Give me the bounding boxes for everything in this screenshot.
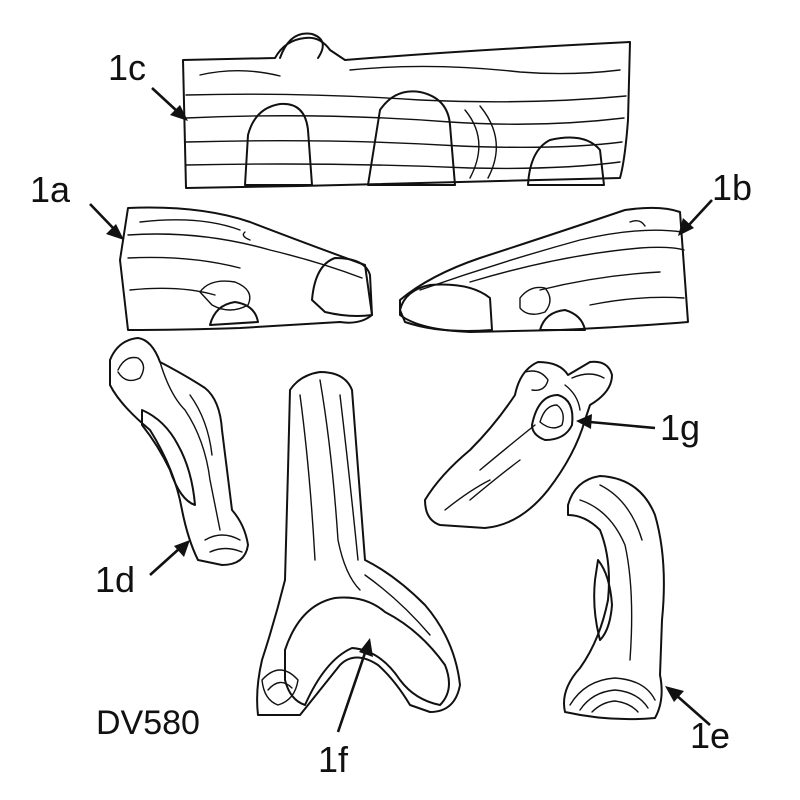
label-1b: 1b [712,167,753,208]
log-1e [563,475,665,721]
log-1g [424,360,613,529]
model-number: DV580 [96,704,200,742]
leader-arrows [89,87,713,733]
label-1e: 1e [690,715,731,756]
log-1a [119,206,373,331]
label-1f: 1f [318,739,349,780]
log-1b [399,206,689,333]
label-1a: 1a [30,169,71,210]
log-1f [256,371,461,716]
log-1c [182,32,631,189]
label-1d: 1d [95,559,136,600]
label-1g: 1g [660,407,701,448]
label-1c: 1c [108,47,147,88]
log-1d [109,337,249,566]
